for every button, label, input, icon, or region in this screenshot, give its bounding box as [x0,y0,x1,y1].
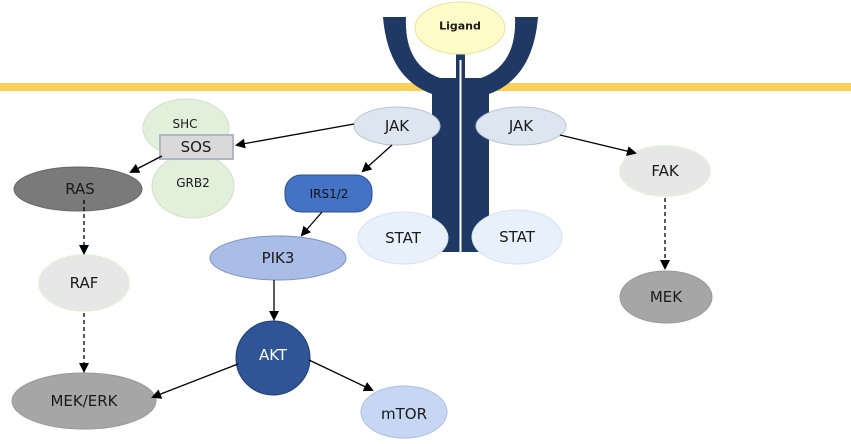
jak-left-node [353,106,441,146]
ras-node [13,166,143,212]
arrow-irs-to-pik3 [300,211,323,237]
pik3-node [209,235,347,281]
grb2-label: GRB2 [176,176,210,190]
mtor-label: mTOR [381,405,427,423]
mek-erk-label: MEK/ERK [50,392,118,410]
ligand-label: Ligand [439,20,481,33]
irs-label: IRS1/2 [310,187,349,201]
jak-left-label: JAK [384,117,410,135]
ligand-node [414,1,506,55]
mtor-node [360,385,448,439]
raf-label: RAF [70,274,99,292]
pik3-label: PIK3 [262,249,295,267]
irs-node [284,174,373,213]
arrow-jak-to-irs [361,144,393,173]
ras-label: RAS [65,180,95,198]
stat-left-node [357,211,449,265]
receptor [383,17,538,252]
stat-right-node [471,209,563,265]
akt-label: AKT [259,346,288,364]
fak-node [619,145,711,197]
mek-label: MEK [650,288,683,306]
akt-node [235,320,311,396]
sos-label: SOS [181,138,212,156]
jak-right-node [475,106,567,146]
arrow-akt-to-mek-erk [151,363,239,399]
arrow-akt-to-mtor [308,359,374,392]
arrow-jak-to-fak [559,134,637,156]
stat-right-label: STAT [499,228,536,246]
raf-node [38,254,130,312]
fak-label: FAK [651,162,680,180]
mek-erk-node [11,372,157,430]
jak-right-label: JAK [508,117,534,135]
shc-label: SHC [172,117,197,131]
sos-node [159,134,234,160]
arrow-sos-to-ras [129,155,163,173]
mek-node [619,270,713,324]
stat-left-label: STAT [385,229,422,247]
arrow-jak-to-sos [235,123,355,149]
